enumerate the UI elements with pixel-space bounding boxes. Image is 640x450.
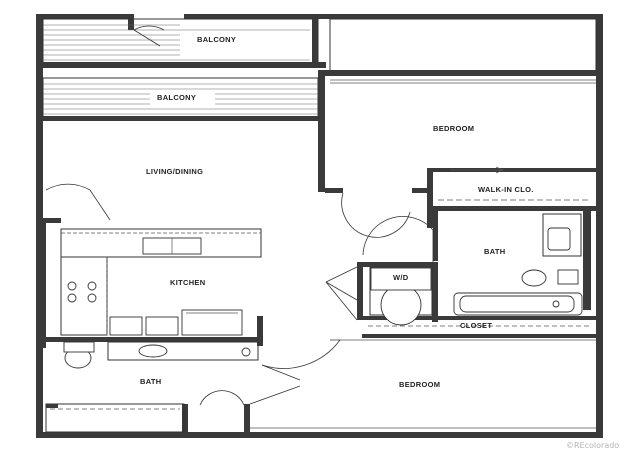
label-walk-in-closet: WALK-IN CLO. xyxy=(478,185,534,194)
washer-dryer-fixtures xyxy=(369,266,433,326)
doors xyxy=(45,183,434,406)
top-balcony xyxy=(36,18,326,68)
label-bedroom-top: BEDROOM xyxy=(433,124,474,133)
walk-in-closet-fixtures xyxy=(438,166,590,201)
interior-walls xyxy=(36,76,596,434)
label-kitchen: KITCHEN xyxy=(170,278,205,287)
bath-left-fixtures xyxy=(45,341,259,433)
kitchen-fixtures xyxy=(60,228,262,336)
label-bath-left: BATH xyxy=(140,377,161,386)
label-bath-right: BATH xyxy=(484,247,505,256)
label-balcony-main: BALCONY xyxy=(157,93,196,102)
watermark: ©REcolorado xyxy=(566,441,619,450)
upper-right-area xyxy=(318,18,603,76)
windows xyxy=(250,79,596,429)
label-living-dining: LIVING/DINING xyxy=(146,167,203,176)
label-closet: CLOSET xyxy=(460,321,492,330)
label-bedroom-bottom: BEDROOM xyxy=(399,380,440,389)
label-washer-dryer: W/D xyxy=(393,273,409,282)
label-balcony-top: BALCONY xyxy=(197,35,236,44)
bath-right-fixtures xyxy=(453,213,583,316)
